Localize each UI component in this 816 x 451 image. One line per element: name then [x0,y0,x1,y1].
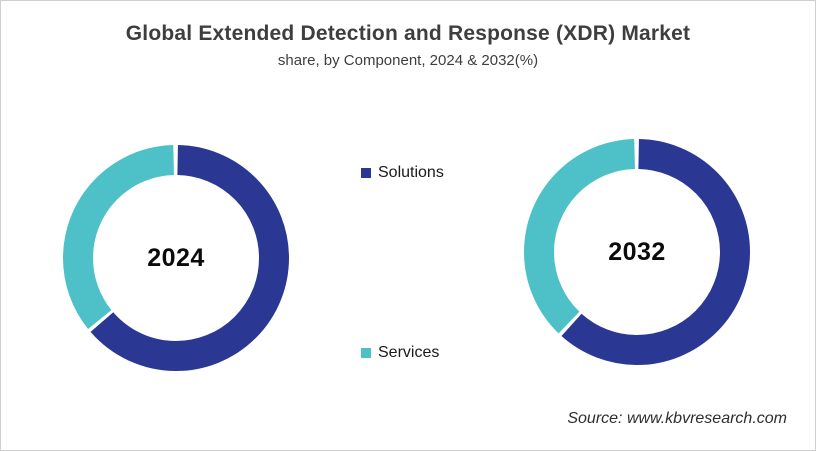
legend-label-solutions: Solutions [378,164,444,181]
donut-2024-center-label: 2024 [147,243,205,272]
donut-chart-2024: 2024 [61,143,291,373]
chart-subtitle: share, by Component, 2024 & 2032(%) [277,52,539,69]
donut-segment-solutions [63,145,289,371]
legend-item-services: Services [361,343,439,363]
legend-label-services: Services [378,344,440,361]
donut-segment-services [524,139,750,365]
donut-2032-center-label: 2032 [608,237,666,266]
chart-header: Global Extended Detection and Response (… [1,21,815,70]
source-attribution: Source: www.kbvresearch.com [567,410,787,427]
donut-segment-solutions [524,139,750,365]
donut-chart-2032: 2032 [522,137,752,367]
solutions-color-swatch [361,168,371,178]
chart-title: Global Extended Detection and Response (… [125,22,691,45]
donut-chart-2032-svg [524,139,750,365]
legend-item-solutions: Solutions [361,163,444,183]
donut-segment-services [63,145,289,371]
services-color-swatch [361,348,371,358]
donut-chart-2024-svg [63,145,289,371]
